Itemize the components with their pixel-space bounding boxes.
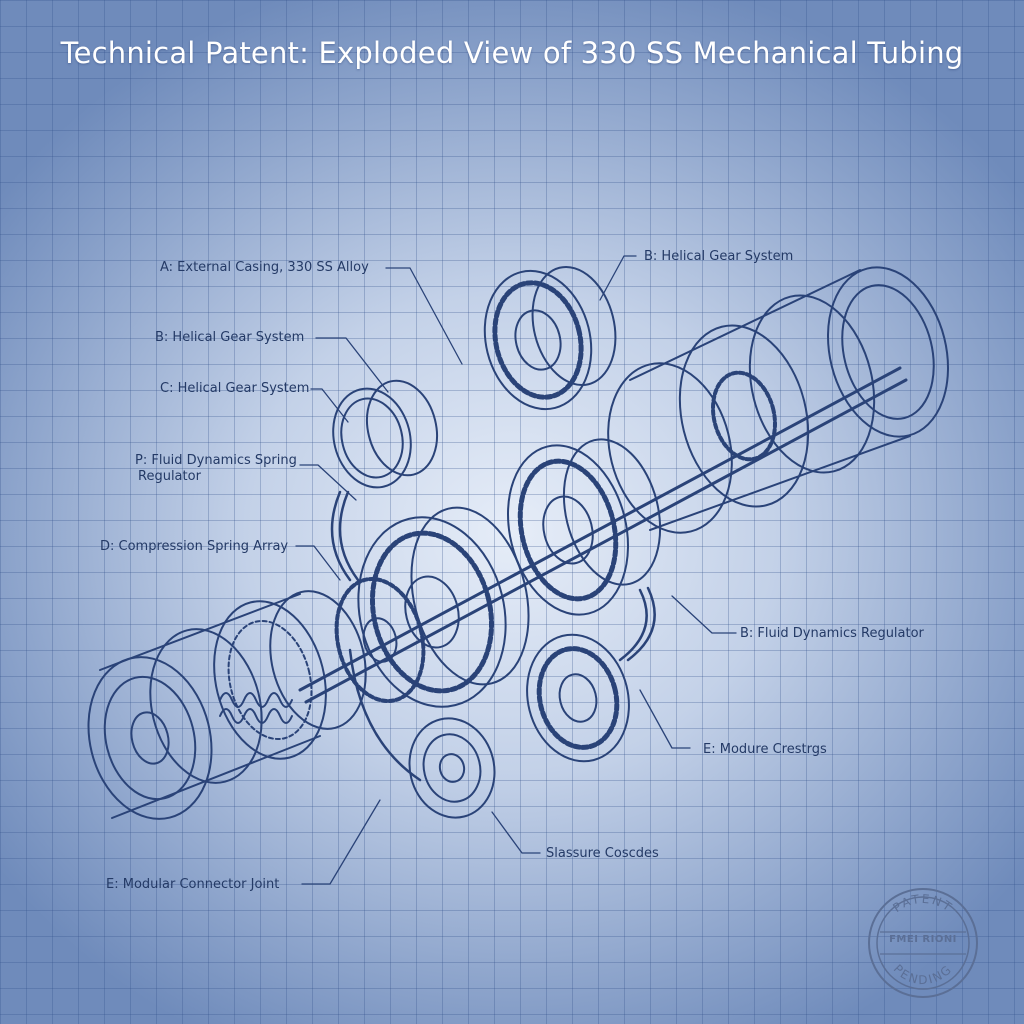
right-middle-gear: [507, 438, 662, 616]
center-large-gear: [334, 506, 530, 708]
label-e-modure: E: Modure Crestrgs: [703, 742, 827, 757]
stamp-middle-text: FMEI RIONI: [889, 934, 957, 945]
tubing-lines: [330, 490, 656, 782]
top-floating-gear: [483, 265, 617, 411]
patent-pending-stamp: PATENT PENDING: [868, 888, 978, 998]
label-p-spring-line2: Regulator: [138, 469, 201, 484]
lower-right-gear: [526, 633, 630, 763]
upper-left-ring: [332, 379, 438, 489]
label-p-spring-line1: P: Fluid Dynamics Spring: [135, 453, 297, 468]
label-slassure: Slassure Coscdes: [546, 846, 659, 861]
label-b-helical-gear-left: B: Helical Gear System: [155, 330, 305, 345]
central-shaft: [298, 366, 908, 704]
stamp-top-text: PATENT: [890, 892, 953, 915]
lower-connector: [408, 717, 496, 819]
svg-text:PATENT: PATENT: [890, 892, 955, 915]
right-casing-assembly: [607, 266, 949, 534]
label-b-fluid-dynamics: B: Fluid Dynamics Regulator: [740, 626, 924, 641]
label-d-compression-spring: D: Compression Spring Array: [100, 539, 289, 554]
leader-lines: [295, 255, 737, 885]
left-casing-assembly: [87, 590, 367, 820]
label-a-external-casing: A: External Casing, 330 SS Alloy: [160, 260, 369, 275]
diagram-title: Technical Patent: Exploded View of 330 S…: [60, 36, 964, 70]
label-c-helical-gear: C: Helical Gear System: [160, 381, 310, 396]
label-b-helical-gear-top: B: Helical Gear System: [644, 249, 794, 264]
label-e-modular-connector: E: Modular Connector Joint: [106, 877, 280, 892]
